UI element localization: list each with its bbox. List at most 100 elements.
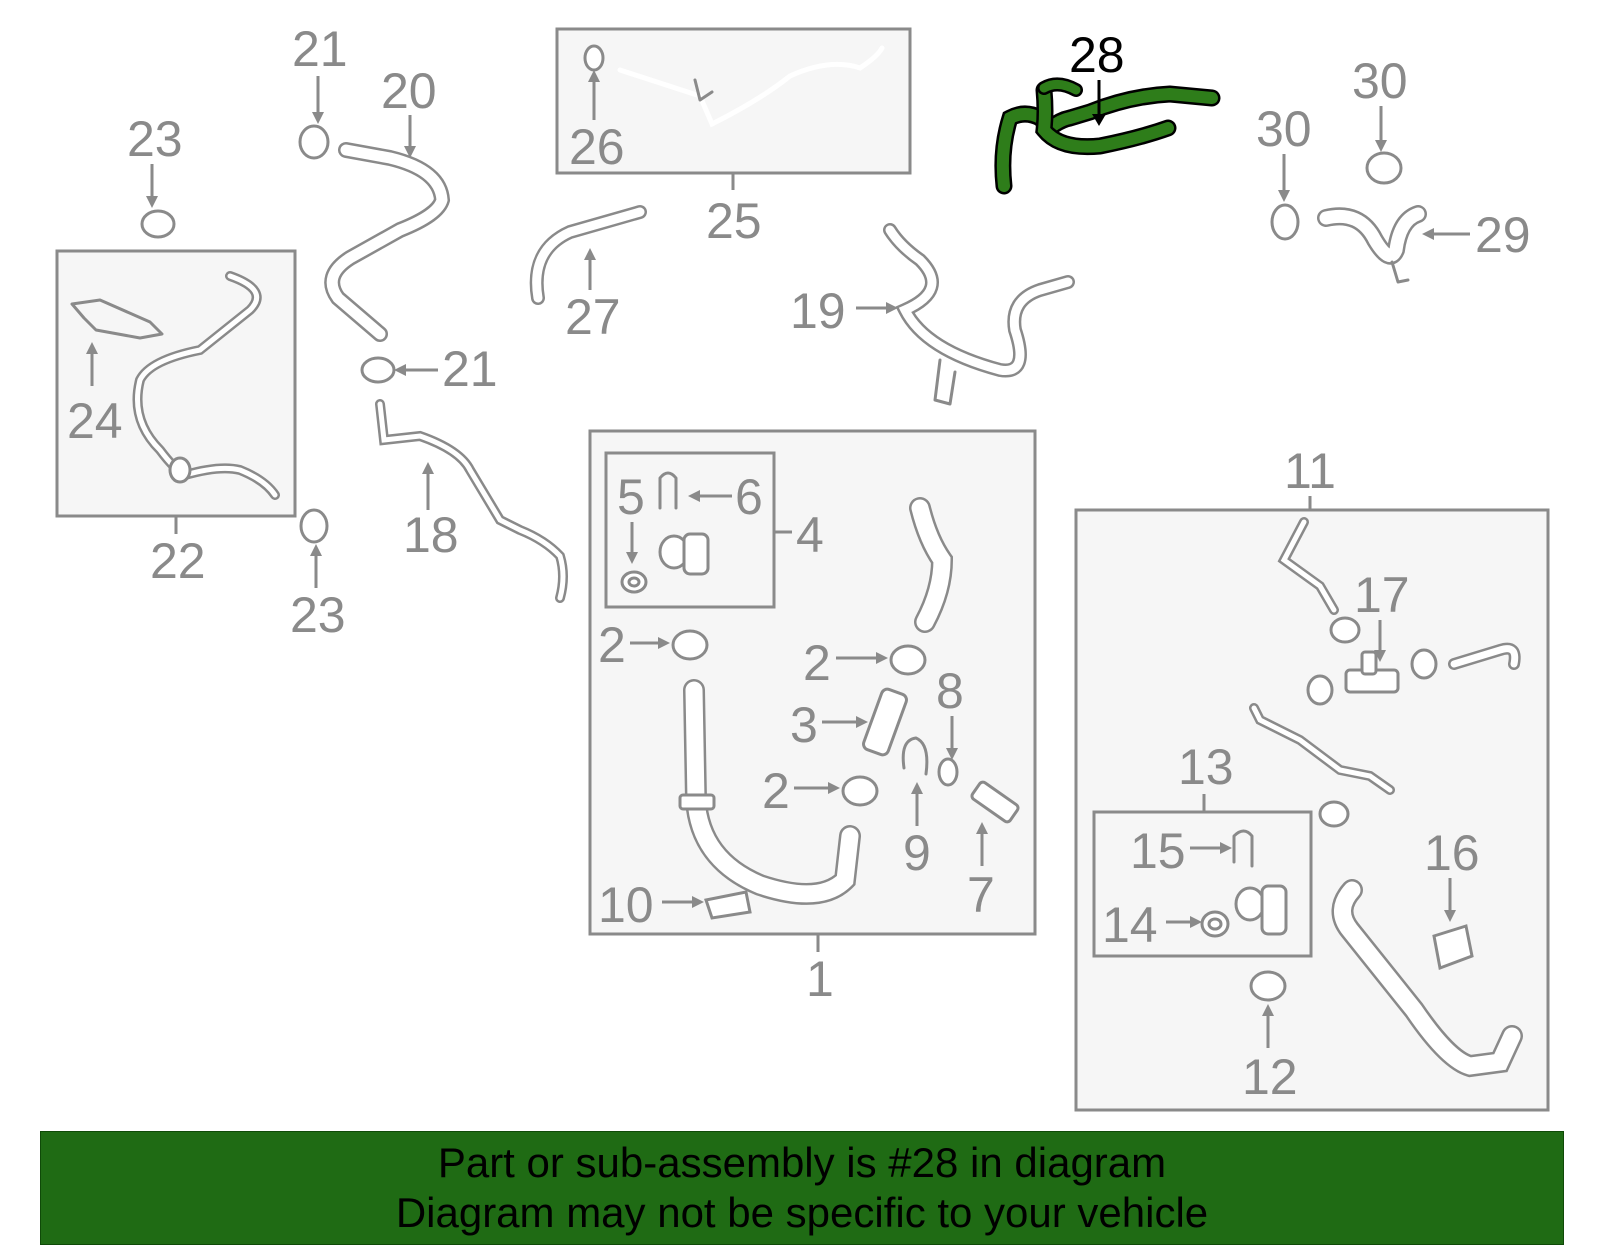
arrowhead-2-b xyxy=(876,652,888,664)
arrowhead-10 xyxy=(692,896,704,908)
clamp-11-d xyxy=(1318,800,1350,828)
arrowhead-23-bottom xyxy=(310,544,322,556)
oring-8 xyxy=(937,757,959,787)
callout-9: 9 xyxy=(903,825,931,881)
clamp-23-top xyxy=(140,209,176,239)
callout-10: 10 xyxy=(598,877,654,933)
fitting-3 xyxy=(862,687,908,757)
arrowhead-18 xyxy=(422,462,434,474)
hose-19 xyxy=(883,223,1075,406)
hose-28-highlighted[interactable] xyxy=(994,77,1221,195)
clip-9 xyxy=(901,736,929,776)
arrowhead-26 xyxy=(588,70,600,82)
pipe-11-upper xyxy=(1249,517,1521,795)
group-box-11 xyxy=(1074,508,1550,1112)
callout-30-right: 30 xyxy=(1352,53,1408,109)
clip-15 xyxy=(1232,829,1254,868)
arrowhead-30-right xyxy=(1375,140,1387,152)
callout-19: 19 xyxy=(790,283,846,339)
arrowhead-21-top xyxy=(312,112,324,124)
clamp-30-right xyxy=(1365,151,1403,185)
bracket-24 xyxy=(70,298,164,340)
hose-11-lower xyxy=(1331,879,1523,1078)
clamp-21-top xyxy=(298,124,330,160)
callout-11: 11 xyxy=(1284,443,1336,499)
arrowhead-30-left xyxy=(1278,190,1290,202)
callout-20: 20 xyxy=(381,63,437,119)
callout-25: 25 xyxy=(706,193,762,249)
hose-top-right-box1 xyxy=(909,497,954,633)
clamp-2-a xyxy=(671,629,709,661)
callout-1: 1 xyxy=(806,951,834,1007)
callout-27: 27 xyxy=(565,289,621,345)
arrowhead-21-bottom xyxy=(394,364,406,376)
callout-30-left: 30 xyxy=(1256,101,1312,157)
arrowhead-23-top xyxy=(146,196,158,208)
clamp-21-bottom xyxy=(360,356,396,384)
tube-25 xyxy=(617,45,885,128)
hose-29 xyxy=(1317,205,1427,284)
callout-2-a: 2 xyxy=(598,617,626,673)
info-banner: Part or sub-assembly is #28 in diagram D… xyxy=(40,1131,1564,1245)
callout-14: 14 xyxy=(1102,897,1158,953)
arrowhead-15 xyxy=(1220,842,1232,854)
callout-6: 6 xyxy=(735,469,763,525)
callout-29: 29 xyxy=(1475,207,1531,263)
arrowhead-19 xyxy=(886,302,898,314)
callout-8: 8 xyxy=(936,663,964,719)
clip-6 xyxy=(658,471,678,510)
arrowhead-5 xyxy=(626,552,638,564)
arrowhead-9 xyxy=(911,782,923,794)
arrowhead-8 xyxy=(946,748,958,760)
arrowhead-2-c xyxy=(828,782,840,794)
callout-17: 17 xyxy=(1354,567,1410,623)
clamp-2-c xyxy=(841,775,879,807)
clamp-11-b xyxy=(1306,674,1334,706)
callout-15: 15 xyxy=(1130,823,1186,879)
bracket-16 xyxy=(1432,924,1474,971)
arrowhead-28 xyxy=(1092,114,1106,126)
callout-18: 18 xyxy=(403,507,459,563)
callout-3: 3 xyxy=(790,697,818,753)
arrowhead-12 xyxy=(1262,1004,1274,1016)
arrowhead-7 xyxy=(976,822,988,834)
arrowhead-3 xyxy=(856,716,868,728)
arrowhead-6 xyxy=(688,490,700,502)
clamp-11-a xyxy=(1329,616,1361,644)
callout-21-top: 21 xyxy=(292,21,348,77)
arrowhead-17 xyxy=(1374,650,1386,662)
clamp-12 xyxy=(1249,970,1287,1002)
arrowhead-27 xyxy=(584,248,596,260)
callout-2-c: 2 xyxy=(762,763,790,819)
callout-24: 24 xyxy=(67,393,123,449)
oring-14 xyxy=(1200,910,1230,938)
callout-4: 4 xyxy=(796,507,824,563)
sensor-7 xyxy=(970,780,1020,824)
callout-28: 28 xyxy=(1069,27,1125,83)
fitting-13 xyxy=(1234,884,1288,936)
callout-16: 16 xyxy=(1424,825,1480,881)
arrowhead-20 xyxy=(404,146,416,158)
bracket-10 xyxy=(704,890,752,920)
oring-5 xyxy=(620,570,648,594)
clamp-30-left xyxy=(1270,203,1300,241)
tee-17 xyxy=(1344,650,1400,694)
hose-20 xyxy=(324,142,451,342)
arrowhead-29 xyxy=(1422,228,1434,240)
clamp-23-bottom xyxy=(299,508,329,544)
callout-26: 26 xyxy=(569,119,625,175)
pipe-box1 xyxy=(678,679,861,905)
oring-26 xyxy=(583,44,605,72)
callout-22: 22 xyxy=(150,533,206,589)
clamp-11-c xyxy=(1410,648,1438,680)
group-box-25 xyxy=(555,27,912,175)
clamp-2-b xyxy=(889,644,927,676)
arrowhead-2-a xyxy=(658,637,670,649)
pipe-18 xyxy=(375,399,568,603)
callout-7: 7 xyxy=(967,867,995,923)
callout-13: 13 xyxy=(1178,739,1234,795)
callout-21-bottom: 21 xyxy=(442,341,498,397)
hose-27 xyxy=(529,205,647,305)
callout-12: 12 xyxy=(1242,1049,1298,1105)
